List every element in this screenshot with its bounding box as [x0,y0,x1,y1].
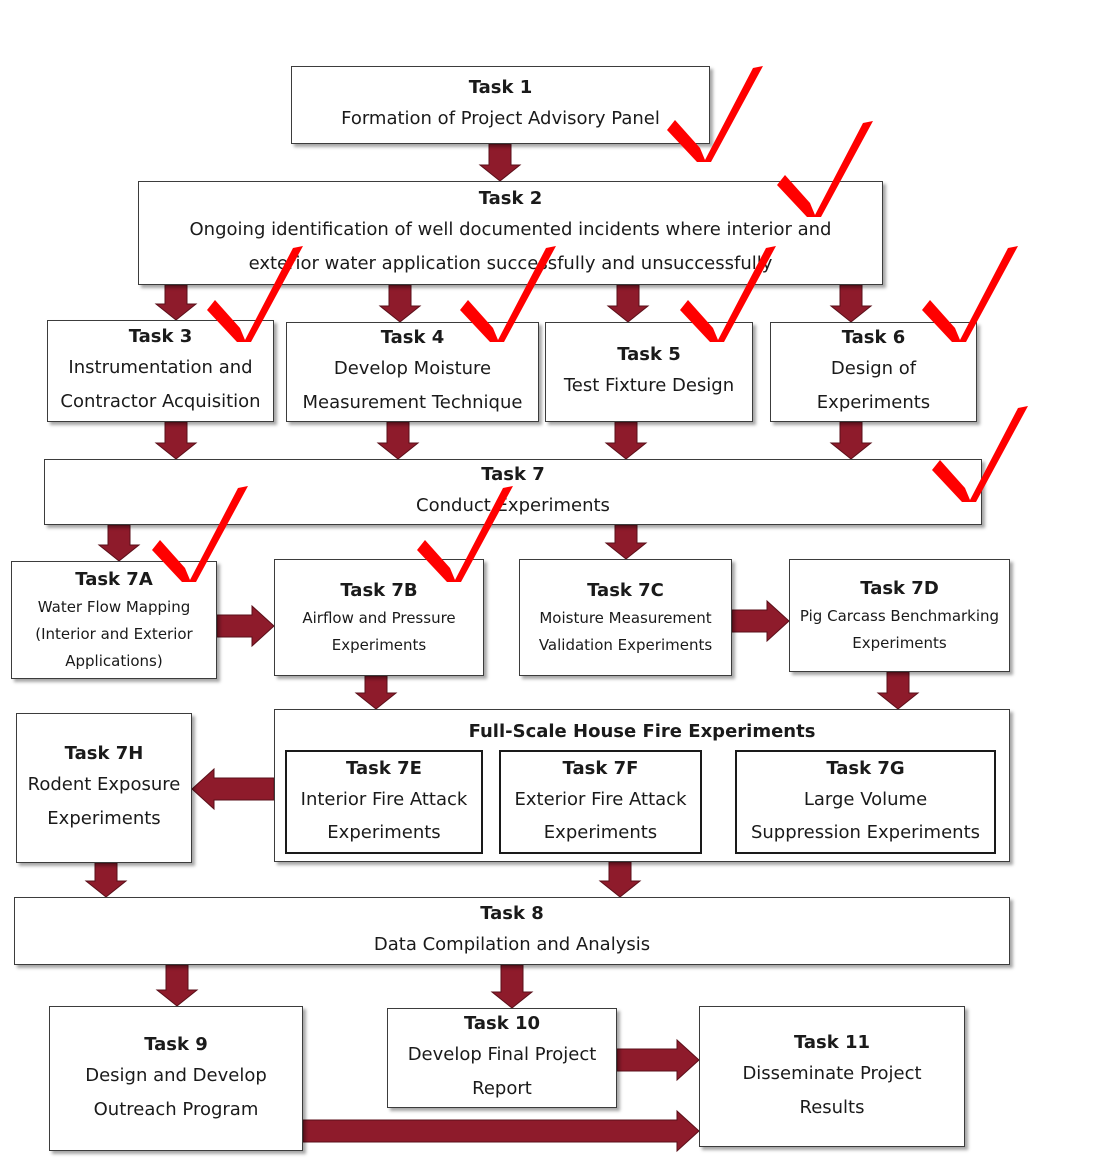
task-line: Applications) [65,651,163,670]
task-line: Exterior Fire Attack [514,789,687,810]
task-line: Contractor Acquisition [60,391,261,412]
task-line: Validation Experiments [538,635,713,654]
task-7a-box[interactable]: Task 7A Water Flow Mapping (Interior and… [11,561,217,679]
task-5-box[interactable]: Task 5 Test Fixture Design [545,322,753,422]
task-line: Experiments [543,822,658,843]
task-7h-box[interactable]: Task 7H Rodent Exposure Experiments [16,713,192,863]
task-title: Task 10 [463,1013,541,1034]
task-line: Ongoing identification of well documente… [189,219,832,240]
task-7b-box[interactable]: Task 7B Airflow and Pressure Experiments [274,559,484,676]
task-title: Task 1 [468,77,533,98]
task-line: Suppression Experiments [750,822,981,843]
task-title: Task 7A [75,568,153,590]
task-7g-box[interactable]: Task 7G Large Volume Suppression Experim… [735,750,996,854]
flow-arrow [876,671,920,710]
task-line: Develop Final Project [407,1044,597,1065]
task-line: Experiments [816,392,931,413]
task-title: Task 7G [826,758,905,779]
task-title: Task 7H [64,743,144,764]
task-title: Task 2 [478,188,543,209]
task-7d-box[interactable]: Task 7D Pig Carcass Benchmarking Experim… [789,559,1010,672]
task-title: Task 7B [340,579,418,601]
task-title: Task 7C [587,579,664,601]
task-line: exterior water application successfully … [248,253,773,274]
task-title: Task 7D [860,577,939,599]
task-line: Experiments [852,633,947,652]
task-11-box[interactable]: Task 11 Disseminate Project Results [699,1006,965,1147]
task-title: Task 4 [380,327,445,348]
task-title: Task 5 [617,344,681,365]
task-line: Airflow and Pressure [302,608,456,627]
task-line: Rodent Exposure [27,774,181,795]
flow-arrow [829,421,873,460]
task-line: Pig Carcass Benchmarking [799,606,1000,625]
task-title: Task 11 [793,1031,871,1053]
task-line: Experiments [331,635,427,654]
task-line: Develop Moisture [333,358,492,379]
task-title: Task 7E [346,758,422,779]
task-line: Experiments [327,822,441,843]
task-line: Report [472,1078,532,1099]
task-title: Task 6 [841,327,906,348]
task-title: Task 3 [128,326,193,347]
task-7f-box[interactable]: Task 7F Exterior Fire Attack Experiments [499,750,702,854]
flow-arrow [606,284,650,323]
task-title: Task 8 [480,903,544,924]
task-3-box[interactable]: Task 3 Instrumentation and Contractor Ac… [47,320,274,422]
task-9-box[interactable]: Task 9 Design and Develop Outreach Progr… [49,1006,303,1151]
flow-arrow [302,1109,700,1153]
flow-arrow [604,421,648,460]
flow-arrow [154,284,198,321]
flow-arrow [604,524,648,560]
flow-arrow [376,421,420,460]
task-line: Water Flow Mapping [37,597,191,616]
flow-arrow [731,599,790,643]
task-line: (Interior and Exterior [35,624,193,643]
task-line: Design and Develop [85,1064,267,1086]
task-2-box[interactable]: Task 2 Ongoing identification of well do… [138,181,883,285]
task-line: Formation of Project Advisory Panel [341,108,660,129]
task-line: Moisture Measurement [539,608,712,627]
flow-arrow [829,284,873,323]
task-7c-box[interactable]: Task 7C Moisture Measurement Validation … [519,559,732,676]
task-title: Task 7 [481,464,545,485]
group-title: Full-Scale House Fire Experiments [468,721,816,742]
flow-arrow [490,964,534,1009]
task-line: Large Volume [803,789,928,810]
task-line: Disseminate Project [742,1062,922,1084]
task-1-box[interactable]: Task 1 Formation of Project Advisory Pan… [291,66,710,144]
task-line: Instrumentation and [68,357,253,378]
task-line: Results [799,1096,865,1118]
flow-arrow [84,862,128,898]
task-title: Task 9 [144,1033,208,1055]
flow-arrow [616,1038,700,1082]
task-title: Task 7F [562,758,639,779]
task-7e-box[interactable]: Task 7E Interior Fire Attack Experiments [285,750,483,854]
task-line: Test Fixture Design [563,375,735,396]
flow-arrow [354,675,398,710]
task-line: Experiments [47,808,161,829]
task-line: Design of [830,358,917,379]
flow-arrow [378,284,422,323]
task-8-box[interactable]: Task 8 Data Compilation and Analysis [14,897,1010,965]
flow-arrow [478,143,522,182]
task-10-box[interactable]: Task 10 Develop Final Project Report [387,1008,617,1108]
task-4-box[interactable]: Task 4 Develop Moisture Measurement Tech… [286,322,539,422]
task-line: Interior Fire Attack [300,789,468,810]
task-line: Outreach Program [93,1098,259,1120]
task-7-box[interactable]: Task 7 Conduct Experiments [44,459,982,525]
flow-arrow [598,861,642,898]
flow-arrow [154,421,198,460]
task-6-box[interactable]: Task 6 Design of Experiments [770,322,977,422]
flow-arrow [155,964,199,1007]
task-line: Data Compilation and Analysis [373,934,651,955]
flow-arrow [191,767,275,811]
task-line: Measurement Technique [302,392,523,413]
task-line: Conduct Experiments [416,495,610,516]
flow-arrow [216,604,275,648]
flow-arrow [97,524,141,562]
